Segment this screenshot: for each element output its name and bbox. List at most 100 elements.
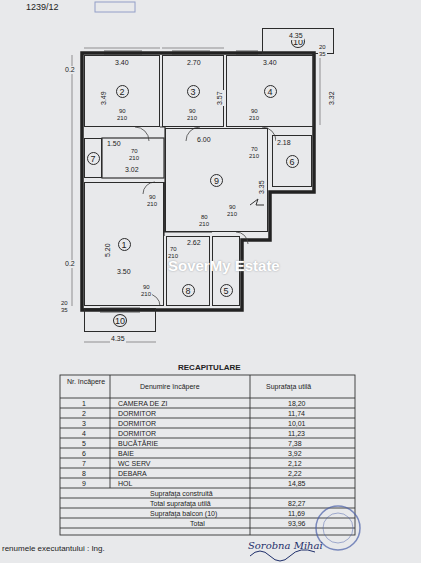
table-grid — [60, 375, 355, 535]
table-cell: Total — [190, 520, 205, 528]
room-outline: 10 — [84, 308, 156, 332]
dimension-label: 90 — [228, 204, 237, 211]
table-cell: HOL — [118, 480, 132, 488]
room-number: 5 — [220, 284, 233, 297]
dimension-label: 210 — [248, 153, 260, 160]
north-arrow — [250, 199, 264, 205]
dimension-label: 3.40 — [262, 59, 278, 67]
table-cell: 93,96 — [288, 520, 306, 528]
room-number: 6 — [286, 155, 299, 168]
table-cell: 82,27 — [288, 500, 306, 508]
table-cell: 7 — [82, 460, 86, 468]
table-cell: 9 — [82, 480, 86, 488]
dimension-label: 35 — [318, 51, 327, 58]
dimension-label: 0.2 — [64, 260, 76, 268]
table-cell: 6 — [82, 450, 86, 458]
table-cell: RECAPITULARE — [178, 364, 241, 373]
table-cell: BUCĂTĂRIE — [118, 440, 158, 448]
table-cell: 11,74 — [288, 410, 305, 418]
dimension-label: 90 — [142, 284, 151, 291]
table-cell: BAIE — [118, 450, 134, 458]
dimension-label: 3.50 — [116, 268, 132, 276]
table-cell: 2,12 — [288, 460, 302, 468]
dimension-label: 3.32 — [328, 90, 336, 106]
watermark: SoverMy Estate — [168, 258, 280, 275]
table-cell: 5 — [82, 440, 86, 448]
dimension-label: 70 — [130, 148, 139, 155]
dimension-label: 210 — [146, 201, 158, 208]
dimension-label: 4.35 — [288, 32, 304, 40]
dimension-label: 5.20 — [104, 242, 112, 258]
table-cell: renumele executantului : Ing. — [2, 545, 105, 554]
dimension-label: 210 — [186, 115, 198, 122]
table-cell: 4 — [82, 430, 86, 438]
table-cell: Total suprafaţa utilă — [150, 500, 211, 508]
dimension-label: 210 — [198, 221, 210, 228]
dimension-label: 70 — [169, 246, 178, 253]
dimension-label: 210 — [226, 211, 238, 218]
room-number: 10 — [113, 314, 127, 327]
table-cell: Suprafaţa construită — [150, 490, 213, 498]
dimension-label: 210 — [128, 155, 140, 162]
table-cell: 1 — [82, 400, 86, 408]
table-cell: 10,01 — [288, 420, 306, 428]
dimension-label: 6.00 — [196, 136, 212, 144]
table-cell: 11,23 — [288, 430, 305, 438]
room-number: 3 — [187, 85, 200, 98]
inner-wall — [160, 127, 212, 236]
table-cell: 3 — [82, 420, 86, 428]
room-number: 9 — [210, 174, 223, 187]
table-cell: WC SERV — [118, 460, 151, 468]
table-cell: 7,38 — [288, 440, 302, 448]
room-outline: 7 — [84, 138, 102, 178]
table-cell: DORMITOR — [118, 410, 156, 418]
dimension-label: 3.57 — [216, 90, 224, 106]
table-cell: Nr. încăpere — [64, 378, 108, 386]
table-cell: 2,22 — [288, 470, 302, 478]
dimension-label: 70 — [250, 146, 259, 153]
dimension-label: 20 — [60, 300, 69, 307]
dimension-label: 210 — [248, 115, 260, 122]
dimension-label: 3.40 — [114, 59, 130, 67]
dimension-label: 2.70 — [186, 59, 202, 67]
table-cell: 18,20 — [288, 400, 306, 408]
dimension-label: 80 — [200, 214, 209, 221]
dimension-label: 90 — [118, 108, 127, 115]
closet-outline — [102, 138, 164, 178]
dimension-label: 210 — [140, 291, 152, 298]
round-stamp-inner — [323, 513, 353, 543]
room-number: 2 — [116, 85, 129, 98]
file-number: 1239/12 — [26, 3, 59, 13]
room-number: 7 — [87, 152, 100, 165]
table-cell: 2 — [82, 410, 86, 418]
dimension-label: 90 — [148, 194, 157, 201]
dimension-label: 2.18 — [276, 139, 292, 147]
room-number: 1 — [118, 238, 131, 251]
table-cell: 3,92 — [288, 450, 302, 458]
dimension-label: 20 — [318, 44, 327, 51]
table-cell: 11,69 — [288, 510, 305, 518]
dimension-label: 3.02 — [124, 166, 140, 174]
dimension-label: 210 — [116, 115, 128, 122]
dimension-label: 3.35 — [258, 179, 266, 195]
top-stamp — [95, 2, 135, 12]
room-number: 8 — [182, 284, 195, 297]
dimension-label: 2.62 — [186, 239, 202, 247]
table-cell: Suprafaţa balcon (10) — [150, 510, 217, 518]
dimension-label: 90 — [250, 108, 259, 115]
dimension-lines — [72, 48, 320, 342]
table-cell: Denumire încăpere — [140, 383, 200, 391]
room-outline: 9 — [165, 128, 268, 232]
table-cell: Suprafaţa utilă — [266, 383, 311, 391]
table-cell: DORMITOR — [118, 430, 156, 438]
dimension-label: 35 — [60, 307, 69, 314]
dimension-label: 1.50 — [106, 140, 122, 148]
dimension-label: 90 — [188, 108, 197, 115]
outer-wall — [82, 53, 314, 310]
door-swings — [135, 127, 276, 306]
signature-stroke — [250, 550, 315, 561]
dimension-label: 4.35 — [110, 335, 126, 343]
